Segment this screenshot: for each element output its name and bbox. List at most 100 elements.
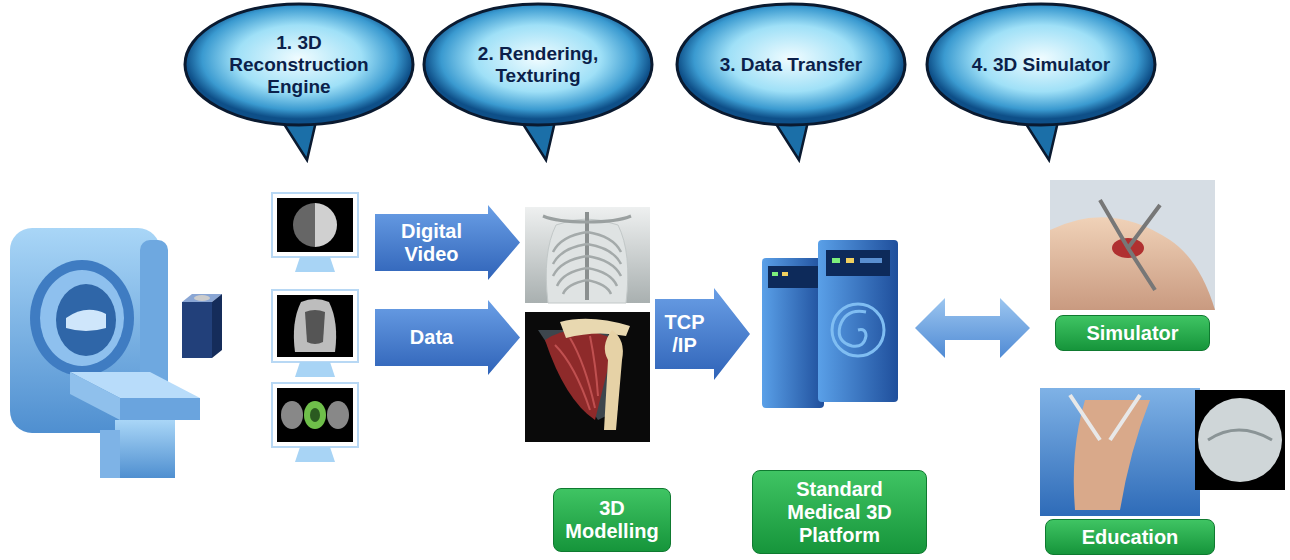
server: [818, 240, 898, 402]
volume-cube: [212, 294, 222, 358]
speech-bubble: 3. Data Transfer: [675, 2, 907, 162]
monitor: [281, 401, 303, 429]
monitor: [310, 408, 320, 422]
node-text: TCP /IP: [661, 311, 708, 357]
node-text: Data: [410, 326, 453, 349]
server: [772, 272, 778, 276]
skeleton-image: [553, 232, 621, 294]
mri-scanner: [115, 420, 175, 478]
node-text: 2. Rendering, Texturing: [452, 43, 624, 87]
monitor: [305, 310, 325, 344]
bubble-ellipse: [677, 4, 905, 125]
bubble-ellipse: [424, 4, 652, 125]
block-arrow: TCP /IP: [655, 288, 750, 380]
label-box: 3D Modelling: [553, 488, 671, 552]
server: [768, 266, 818, 288]
monitor: [295, 257, 335, 272]
monitor: [272, 193, 358, 257]
text-area: Digital Video: [375, 214, 488, 271]
shoulder-image: [525, 312, 650, 442]
text-area: 1. 3D Reconstruction Engine: [183, 2, 415, 127]
node-text: 1. 3D Reconstruction Engine: [213, 32, 385, 98]
monitor: [277, 295, 353, 357]
simulator-image: [1100, 200, 1160, 290]
skeleton-image: [525, 207, 650, 303]
monitor: [272, 383, 358, 447]
monitor: [295, 362, 335, 377]
node-text: 4. 3D Simulator: [972, 54, 1110, 76]
mri-scanner: [100, 430, 120, 478]
arrow-body: [375, 205, 520, 280]
server: [846, 258, 854, 263]
monitor: [293, 203, 315, 247]
text-area: Data: [375, 309, 488, 366]
education-image: [1198, 398, 1282, 482]
education-image: [1040, 388, 1285, 516]
arrow-body: [655, 288, 750, 380]
volume-cube: [182, 302, 212, 358]
node-text: Standard Medical 3D Platform: [761, 478, 918, 547]
block-arrow: Data: [375, 300, 520, 375]
monitor: [295, 447, 335, 462]
text-area: 2. Rendering, Texturing: [422, 2, 654, 127]
shoulder-image: [555, 336, 598, 410]
node-text: 3D Modelling: [562, 497, 662, 543]
node-text: Education: [1082, 526, 1179, 549]
block-arrow: Digital Video: [375, 205, 520, 280]
mri-scanner: [10, 228, 200, 478]
mri-scanner: [56, 284, 116, 356]
double-arrow: [915, 298, 1030, 358]
education-image: [1208, 430, 1272, 440]
skeleton-image: [543, 216, 631, 222]
bubble-shape: [675, 2, 907, 162]
bubble-ellipse: [185, 4, 413, 125]
server: [860, 258, 882, 263]
monitor: [272, 290, 358, 377]
shoulder-image: [545, 330, 615, 420]
text-area: 4. 3D Simulator: [925, 2, 1157, 127]
label-box: Standard Medical 3D Platform: [752, 470, 927, 554]
shoulder-image: [525, 312, 650, 442]
monitor: [327, 401, 349, 429]
mri-scanner: [40, 270, 124, 366]
double-arrow: [915, 298, 1030, 358]
monitor: [272, 193, 358, 272]
simulator-image: [1050, 180, 1215, 310]
bubble-ellipse: [927, 4, 1155, 125]
shoulder-image: [560, 319, 630, 338]
server: [762, 258, 824, 408]
text-area: 3D Modelling: [554, 489, 670, 551]
server: [826, 250, 890, 276]
node-text: Simulator: [1086, 322, 1178, 345]
monitor: [294, 299, 336, 352]
label-box: Education: [1045, 519, 1215, 555]
text-area: 3. Data Transfer: [675, 2, 907, 127]
shoulder-image: [604, 330, 623, 430]
education-image: [1040, 388, 1200, 516]
education-image: [1070, 395, 1140, 440]
mri-scanner: [120, 398, 200, 420]
server: [839, 311, 866, 346]
node-text: 3. Data Transfer: [720, 54, 863, 76]
node-text: Digital Video: [381, 220, 482, 266]
bubble-shape: [925, 2, 1157, 162]
text-area: Simulator: [1056, 316, 1209, 350]
volume-cube: [182, 294, 222, 358]
server: [832, 258, 840, 263]
label-box: Simulator: [1055, 315, 1210, 351]
text-area: TCP /IP: [655, 299, 714, 369]
monitor: [277, 388, 353, 442]
skeleton-image: [525, 207, 650, 303]
mri-scanner: [66, 310, 106, 331]
monitor: [304, 401, 326, 429]
text-area: Standard Medical 3D Platform: [753, 471, 926, 553]
speech-bubble: 4. 3D Simulator: [925, 2, 1157, 162]
monitor: [272, 383, 358, 462]
server: [832, 304, 884, 356]
arrow-shape: [655, 288, 750, 380]
mri-scanner: [70, 372, 120, 420]
arrow-body: [375, 300, 520, 375]
speech-bubble: 2. Rendering, Texturing: [422, 2, 654, 162]
monitor: [315, 203, 337, 247]
